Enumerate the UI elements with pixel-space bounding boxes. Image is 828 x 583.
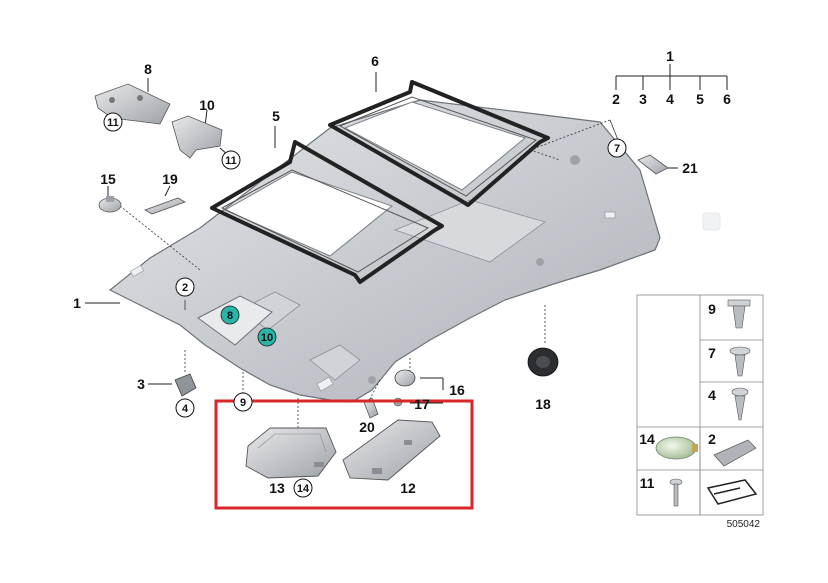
sun-visor-left-13	[245, 427, 337, 479]
legend-cell-9: 9	[708, 301, 716, 317]
legend-cell-11: 11	[640, 475, 655, 491]
reference-lines	[119, 119, 619, 440]
legend-cell-4: 4	[708, 387, 716, 403]
circled-callout-rings	[103, 112, 627, 498]
callout-5: 5	[272, 108, 280, 124]
circled-11-a: 11	[107, 117, 119, 129]
kit-parent-label: 1	[666, 48, 674, 64]
legend-table	[636, 294, 764, 516]
circled-7: 7	[614, 143, 620, 155]
teal-marker-10	[257, 327, 277, 347]
sun-visor-highlight-box	[214, 399, 474, 510]
kit-child-2: 2	[612, 91, 620, 107]
grab-handle-19	[144, 197, 186, 215]
callout-3: 3	[137, 376, 145, 392]
part-3	[174, 373, 197, 397]
kit-child-3: 3	[639, 91, 647, 107]
circled-9: 9	[240, 397, 246, 409]
callout-21: 21	[682, 160, 698, 176]
callout-19: 19	[162, 171, 178, 187]
callout-1-main: 1	[73, 295, 81, 311]
kit-child-6: 6	[723, 91, 731, 107]
rear-seal-frame	[328, 80, 550, 207]
circled-2: 2	[182, 282, 188, 294]
callout-17: 17	[414, 396, 430, 412]
legend-cell-2: 2	[708, 431, 716, 447]
legend-cell-14: 14	[639, 431, 655, 447]
kit-child-4: 4	[666, 91, 674, 107]
part-21	[637, 154, 669, 175]
part-18-speaker	[527, 347, 559, 377]
front-seal-frame	[210, 140, 444, 284]
callout-12: 12	[400, 480, 416, 496]
callout-10: 10	[199, 97, 215, 113]
circled-11-b: 11	[225, 155, 237, 167]
callout-6: 6	[371, 53, 379, 69]
clip-15	[98, 196, 122, 213]
part-20	[363, 397, 379, 419]
teal-marker-8	[220, 305, 240, 325]
callout-16: 16	[449, 382, 465, 398]
sun-visor-right-12	[342, 419, 441, 481]
teal-label-10: 10	[261, 332, 273, 344]
callout-13: 13	[269, 480, 285, 496]
callout-20: 20	[359, 419, 375, 435]
teal-label-8: 8	[227, 310, 233, 322]
callout-18: 18	[535, 396, 551, 412]
bracket-10	[171, 115, 223, 159]
circled-4: 4	[182, 403, 189, 415]
callout-15: 15	[100, 171, 116, 187]
callout-8: 8	[144, 61, 152, 77]
diagram-number: 505042	[727, 519, 761, 530]
kit-child-5: 5	[696, 91, 704, 107]
legend-cell-7: 7	[708, 345, 716, 361]
circled-14: 14	[297, 483, 310, 495]
